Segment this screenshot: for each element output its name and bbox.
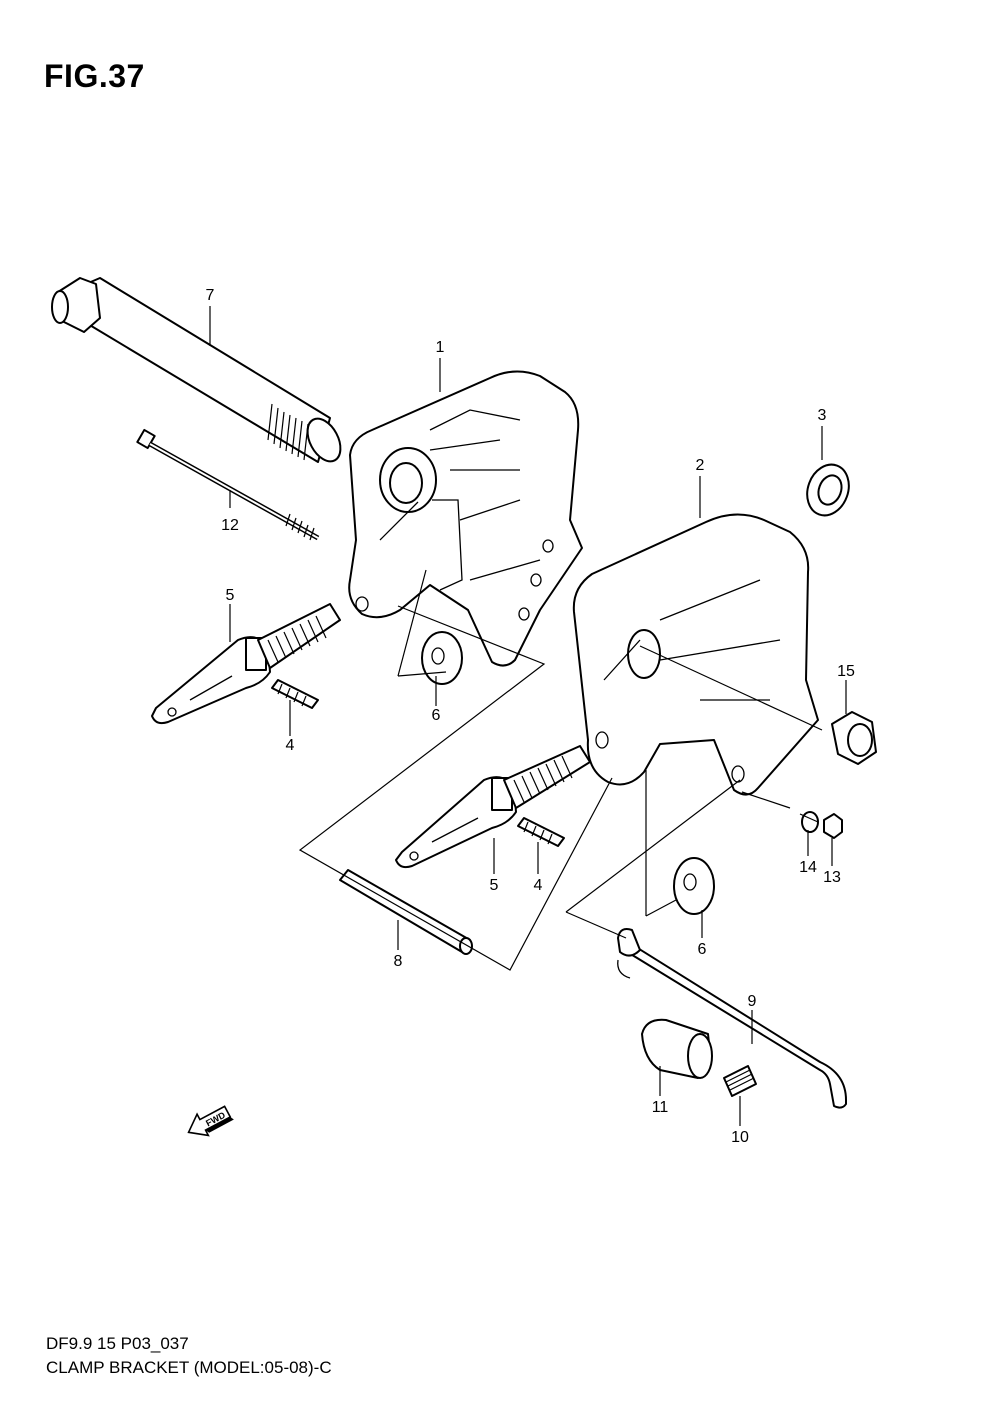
part-14-washer[interactable]: [801, 811, 819, 833]
callout-11: 11: [652, 1099, 669, 1116]
part-5-thrust-rod-lower[interactable]: [395, 745, 591, 869]
diagram-code: DF9.9 15 P03_037: [46, 1334, 189, 1353]
callout-5-upper: 5: [226, 587, 235, 604]
part-6-washer-lower[interactable]: [673, 857, 715, 915]
figure-title: FIG.37: [44, 58, 145, 94]
part-4-pin-upper[interactable]: [271, 679, 319, 709]
part-9-rod[interactable]: [617, 928, 847, 1109]
callout-8: 8: [394, 953, 403, 970]
part-11-sleeve[interactable]: [641, 1018, 713, 1079]
callouts: 7 1 3 2 12 5 4 6 15 5 4 14 13 8 6 9 11 1…: [206, 287, 855, 1146]
fwd-arrow-icon: FWD: [187, 1105, 234, 1137]
callout-12: 12: [221, 517, 239, 534]
callout-14: 14: [799, 859, 817, 876]
leader-lines: [209, 306, 847, 1126]
callout-4-lower: 4: [534, 877, 543, 894]
diagram-caption: CLAMP BRACKET (MODEL:05-08)-C: [46, 1358, 332, 1377]
callout-1: 1: [436, 339, 445, 356]
part-13-nut[interactable]: [823, 813, 843, 839]
part-15-nut[interactable]: [831, 711, 877, 765]
callout-7: 7: [206, 287, 215, 304]
part-2-clamp-bracket[interactable]: [572, 513, 823, 796]
assembly-lines: [298, 569, 819, 971]
part-3-bushing[interactable]: [800, 459, 855, 522]
callout-3: 3: [818, 407, 827, 424]
part-5-thrust-rod-upper[interactable]: [151, 603, 341, 725]
callout-6-upper: 6: [432, 707, 441, 724]
part-7-shaft[interactable]: [51, 277, 347, 467]
callout-10: 10: [731, 1129, 749, 1146]
callout-4-upper: 4: [286, 737, 295, 754]
callout-13: 13: [823, 869, 841, 886]
callout-9: 9: [748, 993, 757, 1010]
part-1-clamp-bracket[interactable]: [348, 370, 583, 667]
callout-6-lower: 6: [698, 941, 707, 958]
callout-15: 15: [837, 663, 855, 680]
callout-5-lower: 5: [490, 877, 499, 894]
part-10-spring[interactable]: [723, 1065, 757, 1097]
callout-2: 2: [696, 457, 705, 474]
part-12-bolt[interactable]: [136, 428, 320, 541]
part-6-washer-upper[interactable]: [421, 631, 463, 685]
part-4-pin-lower[interactable]: [517, 817, 565, 847]
part-8-tube[interactable]: [339, 869, 473, 955]
